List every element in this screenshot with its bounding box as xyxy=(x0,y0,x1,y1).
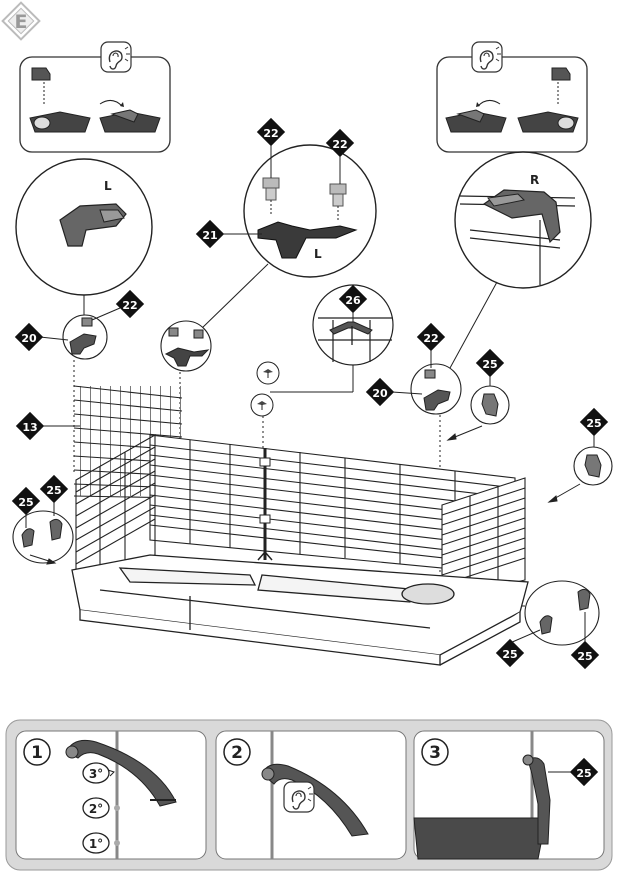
label-25: 25 xyxy=(18,496,33,509)
base-tray xyxy=(71,554,529,666)
label-22: 22 xyxy=(122,299,137,312)
steps-panel: 1 3° 2° 1° 2 xyxy=(5,719,613,871)
step-2-panel: 2 xyxy=(215,730,407,860)
callout-25-left-b: 25 xyxy=(39,474,69,516)
callout-20-left: 20 xyxy=(14,322,69,352)
label-25: 25 xyxy=(482,358,497,371)
part-circle-21-center xyxy=(160,320,212,372)
angle-3-badge: 3° xyxy=(82,762,110,784)
label-22: 22 xyxy=(263,127,278,140)
divider-pole xyxy=(257,448,273,561)
zoom-circle-right: R xyxy=(454,151,592,289)
callout-13: 13 xyxy=(15,411,80,441)
label-22: 22 xyxy=(423,332,438,345)
clip-22-right xyxy=(329,183,347,220)
part-circle-20-right xyxy=(410,363,462,415)
label-25: 25 xyxy=(576,767,591,780)
callout-22-right: 22 xyxy=(416,322,446,368)
section-letter: E xyxy=(15,11,28,33)
part-circle-20-left xyxy=(62,314,108,360)
callout-25-step3: 25 xyxy=(548,757,599,787)
cage-main xyxy=(71,385,529,666)
label-20: 20 xyxy=(372,387,388,400)
part-circle-26a xyxy=(256,361,280,385)
zoom-circle-left: L xyxy=(15,158,153,300)
connector-21 xyxy=(257,221,358,259)
angle-2-badge: 2° xyxy=(82,797,110,819)
step-1-number: 1 xyxy=(31,743,43,763)
label-25: 25 xyxy=(577,650,592,663)
part-circle-25-a xyxy=(470,385,510,425)
zoom-circle-26 xyxy=(312,284,394,366)
part-circle-26b xyxy=(250,393,274,417)
callout-26: 26 xyxy=(338,284,368,322)
ear-click-icon xyxy=(100,41,132,73)
clip-part-small xyxy=(31,67,51,104)
callout-25-far-right: 25 xyxy=(579,407,609,447)
part-circle-25-left xyxy=(12,510,74,564)
ear-click-icon xyxy=(471,41,503,73)
clip-part-small xyxy=(551,67,571,104)
label-25: 25 xyxy=(46,484,61,497)
zoom-circle-center: L xyxy=(243,144,377,278)
ear-click-icon xyxy=(283,781,315,813)
angle-1-badge: 1° xyxy=(82,832,110,854)
label-20: 20 xyxy=(21,332,37,345)
label-22: 22 xyxy=(332,138,347,151)
label-26: 26 xyxy=(345,294,361,307)
label-13: 13 xyxy=(22,421,37,434)
clip-base-right xyxy=(517,111,579,133)
clip-base-assembled xyxy=(99,109,161,133)
step-3-number: 3 xyxy=(429,743,441,763)
callout-22-left: 22 xyxy=(91,289,145,321)
label-25: 25 xyxy=(502,648,517,661)
detail-letter-right: R xyxy=(530,173,539,187)
callout-25-bottom-a: 25 xyxy=(495,629,541,668)
clip-detail-box-left xyxy=(19,41,171,153)
section-badge-icon: E xyxy=(1,1,41,41)
detail-letter-left: L xyxy=(104,179,112,193)
label-25: 25 xyxy=(586,417,601,430)
label-21: 21 xyxy=(202,229,217,242)
clip-base-assembled xyxy=(445,109,507,133)
clip-detail-box-right xyxy=(436,41,588,153)
part-circle-25-b xyxy=(573,446,613,486)
step-3-panel: 3 xyxy=(413,730,605,860)
angle-3-label: 3° xyxy=(89,767,103,781)
detail-letter-center: L xyxy=(314,247,322,261)
callout-25-upper: 25 xyxy=(475,348,505,386)
callout-20-right: 20 xyxy=(365,377,423,407)
angle-1-label: 1° xyxy=(89,837,103,851)
callout-25-bottom-b: 25 xyxy=(570,612,600,670)
step-1-panel: 1 3° 2° 1° xyxy=(15,730,207,860)
clip-base-left xyxy=(29,111,91,133)
angle-2-label: 2° xyxy=(89,802,103,816)
step-2-number: 2 xyxy=(231,743,243,763)
part-circle-25-bottomright xyxy=(524,580,600,646)
